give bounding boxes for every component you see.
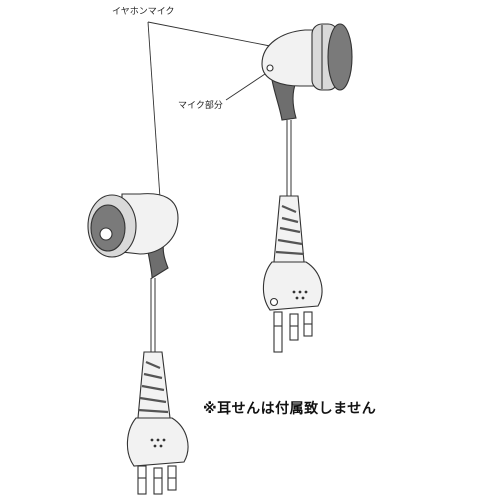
upper-cable [286, 120, 292, 198]
lower-cable [150, 278, 156, 354]
leader-line-mic [225, 71, 269, 101]
upper-earphone [261, 23, 353, 121]
lower-plug [126, 351, 189, 495]
note-earplugs-not-included: ※耳せんは付属致しません [203, 401, 377, 417]
lower-earphone [87, 193, 179, 279]
upper-plug [262, 195, 323, 353]
leader-lines-earphone [147, 21, 271, 199]
label-earphone-mic: イヤホンマイク [112, 7, 175, 17]
label-mic-part: マイク部分 [178, 101, 223, 111]
